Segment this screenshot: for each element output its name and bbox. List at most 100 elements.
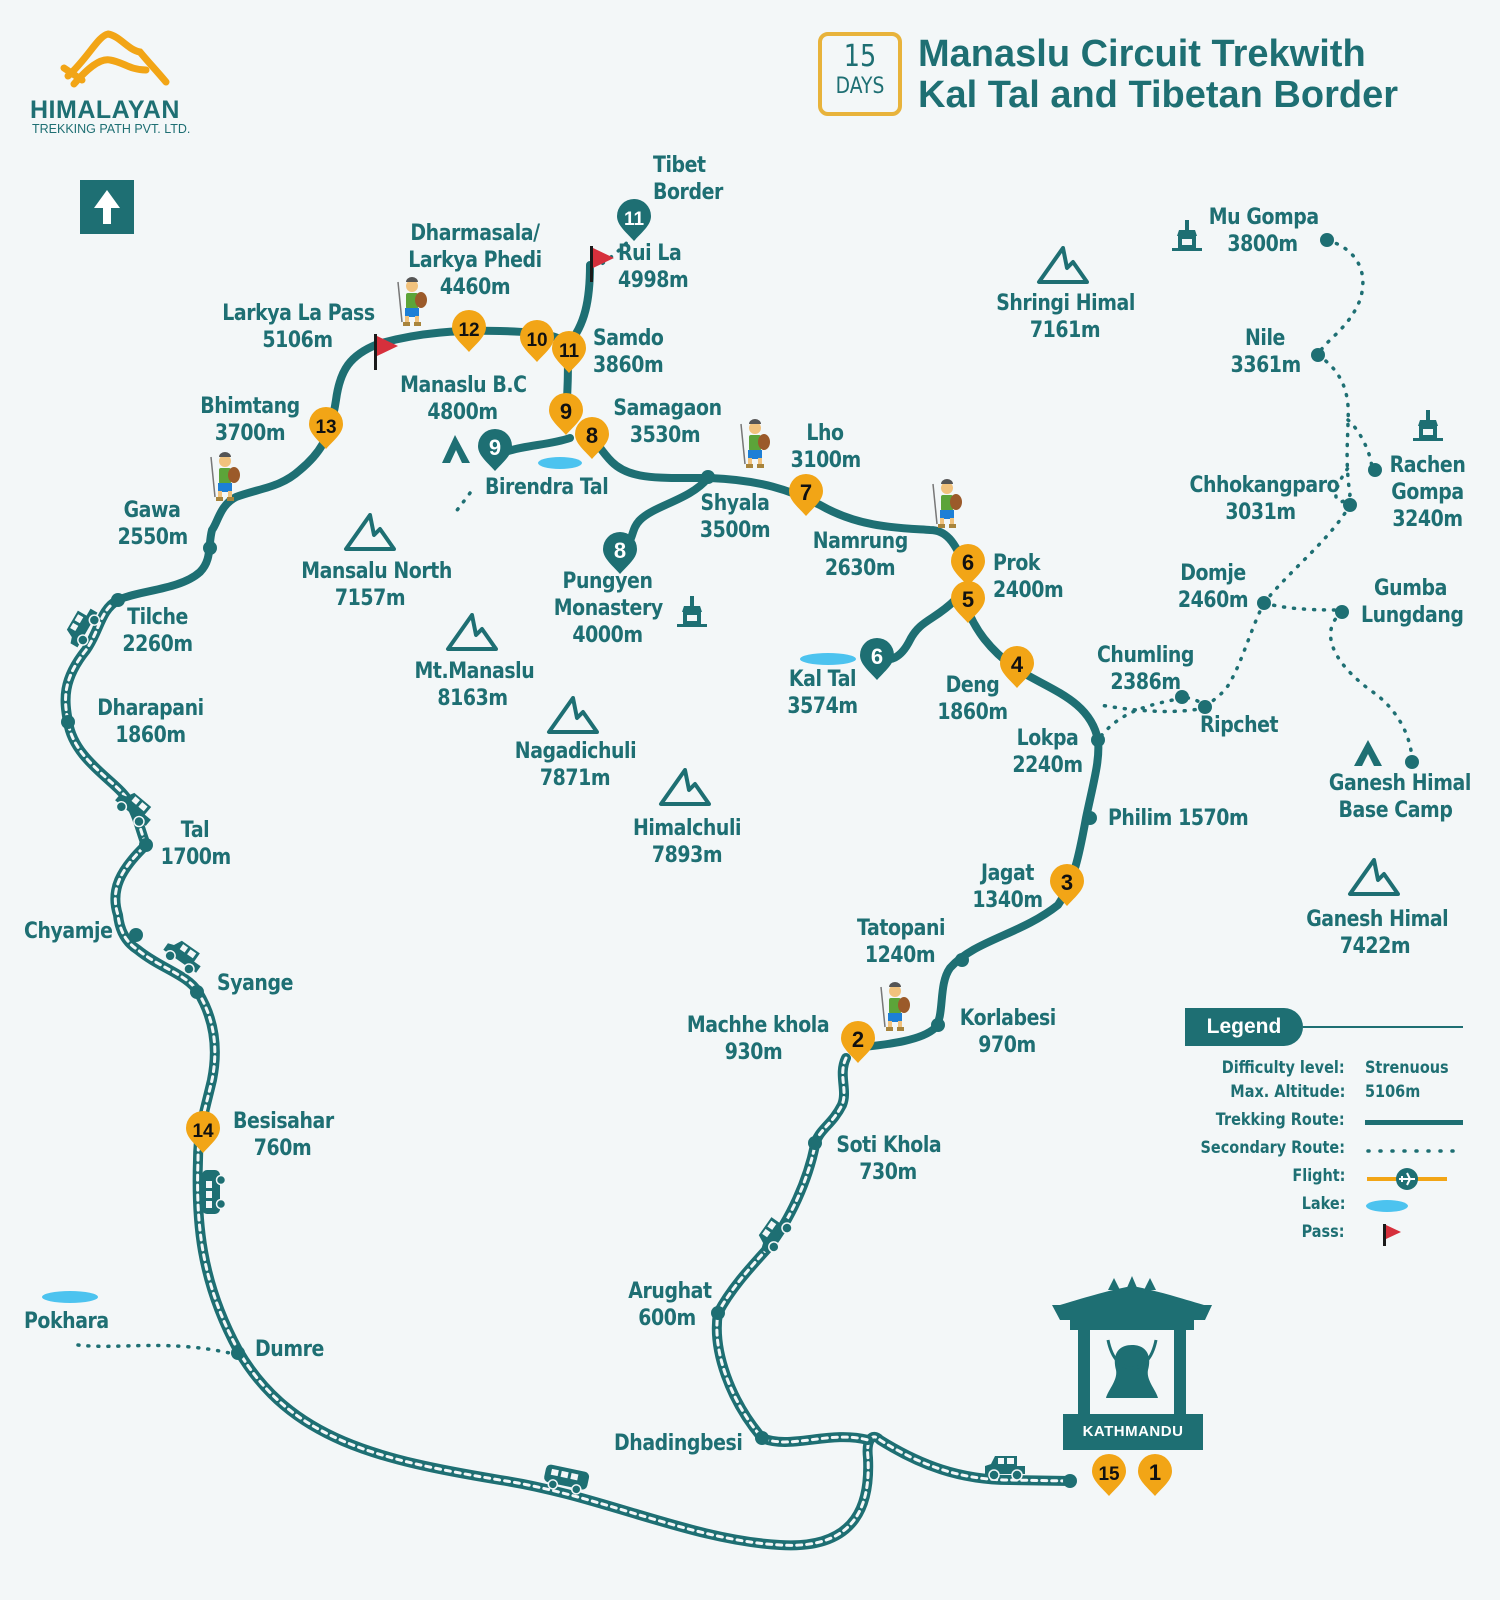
north-arrow-icon [94, 190, 120, 224]
label-syange: Syange [217, 971, 294, 996]
svg-text:13: 13 [315, 417, 336, 438]
north-arrow [80, 180, 134, 234]
svg-text:9: 9 [489, 435, 501, 460]
svg-text:9: 9 [560, 399, 572, 424]
peak-icon [1348, 858, 1400, 896]
label-pokhara: Pokhara [24, 1309, 109, 1334]
duration-badge: 15 DAYS [818, 32, 902, 116]
svg-text:6: 6 [871, 644, 883, 669]
svg-text:4: 4 [1011, 652, 1024, 677]
svg-text:7: 7 [800, 480, 812, 505]
svg-text:11: 11 [624, 209, 645, 230]
brand-name: HIMALAYAN [30, 96, 180, 124]
svg-text:10: 10 [526, 330, 547, 351]
peak-icon [547, 696, 599, 734]
svg-text:12: 12 [458, 320, 479, 341]
difficulty-value: Strenuous [1365, 1058, 1449, 1078]
title-line-1: Manaslu Circuit Trekwith [918, 33, 1366, 75]
svg-text:8: 8 [586, 423, 598, 448]
legend-row-max-altitude: Max. Altitude: 5106m [1229, 1082, 1421, 1102]
solid-line-icon [1365, 1120, 1463, 1125]
legend-row-trekking-route: Trekking Route: [1185, 1110, 1465, 1136]
brand-logo-icon [60, 30, 170, 88]
flag-icon [1383, 1224, 1401, 1246]
label-dumre: Dumre [255, 1337, 324, 1362]
label-philim: Philim 1570m [1108, 806, 1249, 831]
peak-icon [1037, 246, 1089, 284]
svg-text:3: 3 [1061, 870, 1073, 895]
duration-unit: DAYS [835, 74, 885, 99]
peak-icon [344, 513, 396, 551]
svg-text:1: 1 [1149, 1460, 1161, 1485]
duration-number: 15 [843, 39, 877, 74]
label-chyamje: Chyamje [24, 919, 113, 944]
kathmandu-gate-icon [1052, 1276, 1212, 1415]
legend-row-flight: Flight: [1185, 1166, 1465, 1192]
legend-title: Legend [1185, 1008, 1303, 1046]
svg-text:6: 6 [962, 550, 974, 575]
peak-icon [659, 768, 711, 806]
page-title: Manaslu Circuit Trekwith Kal Tal and Tib… [918, 34, 1398, 116]
label-dhadingbesi: Dhadingbesi [614, 1431, 743, 1456]
legend-row-difficulty: Difficulty level: Strenuous [1222, 1058, 1449, 1078]
svg-text:15: 15 [1098, 1464, 1120, 1485]
max-altitude-value: 5106m [1365, 1082, 1421, 1102]
dotted-line-icon [1366, 1149, 1465, 1153]
brand-subtitle: TREKKING PATH PVT. LTD. [32, 122, 191, 136]
peak-icon [446, 613, 498, 651]
legend-row-pass: Pass: [1185, 1222, 1465, 1248]
svg-text:2: 2 [852, 1027, 864, 1052]
svg-text:8: 8 [614, 538, 626, 563]
legend-row-secondary-route: Secondary Route: [1185, 1138, 1465, 1164]
title-line-2: Kal Tal and Tibetan Border [918, 74, 1399, 116]
legend-row-lake: Lake: [1185, 1194, 1465, 1220]
legend-divider [1303, 1026, 1463, 1028]
flight-line-icon [1367, 1168, 1447, 1190]
label-ripchet: Ripchet [1200, 713, 1279, 738]
label-kathmandu: KATHMANDU [1063, 1414, 1203, 1450]
svg-text:5: 5 [962, 587, 974, 612]
svg-text:14: 14 [192, 1121, 214, 1142]
